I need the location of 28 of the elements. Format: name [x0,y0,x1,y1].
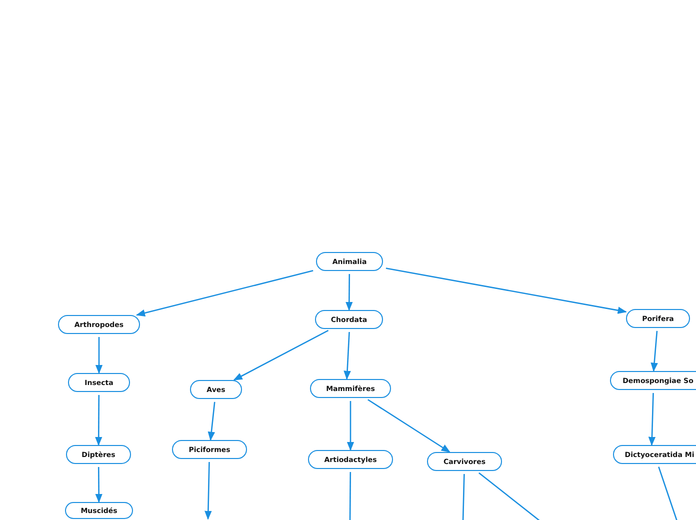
arrow [368,399,450,453]
taxon-box [310,379,391,398]
arrow [233,330,329,381]
arrow [346,274,353,311]
taxon-box [626,309,690,328]
taxon-box [65,502,133,519]
taxon-box [58,315,140,334]
taxon-box [172,440,247,459]
taxon-box [613,445,696,464]
taxon-box [610,371,696,390]
taxon-box [308,450,393,469]
arrow [648,392,656,446]
arrow [136,270,314,317]
arrow [95,337,103,374]
arrow [95,467,102,503]
arrow [204,462,212,520]
arrow [208,402,216,441]
taxon-box [315,310,383,329]
arrow [346,401,354,451]
arrow [94,395,102,446]
taxon-box [68,373,130,392]
arrow [386,268,627,314]
taxon-box [190,380,242,399]
taxon-box [316,252,383,271]
arrow [344,332,351,380]
taxon-box [427,452,502,471]
arrow [650,330,658,372]
taxon-box [66,445,131,464]
